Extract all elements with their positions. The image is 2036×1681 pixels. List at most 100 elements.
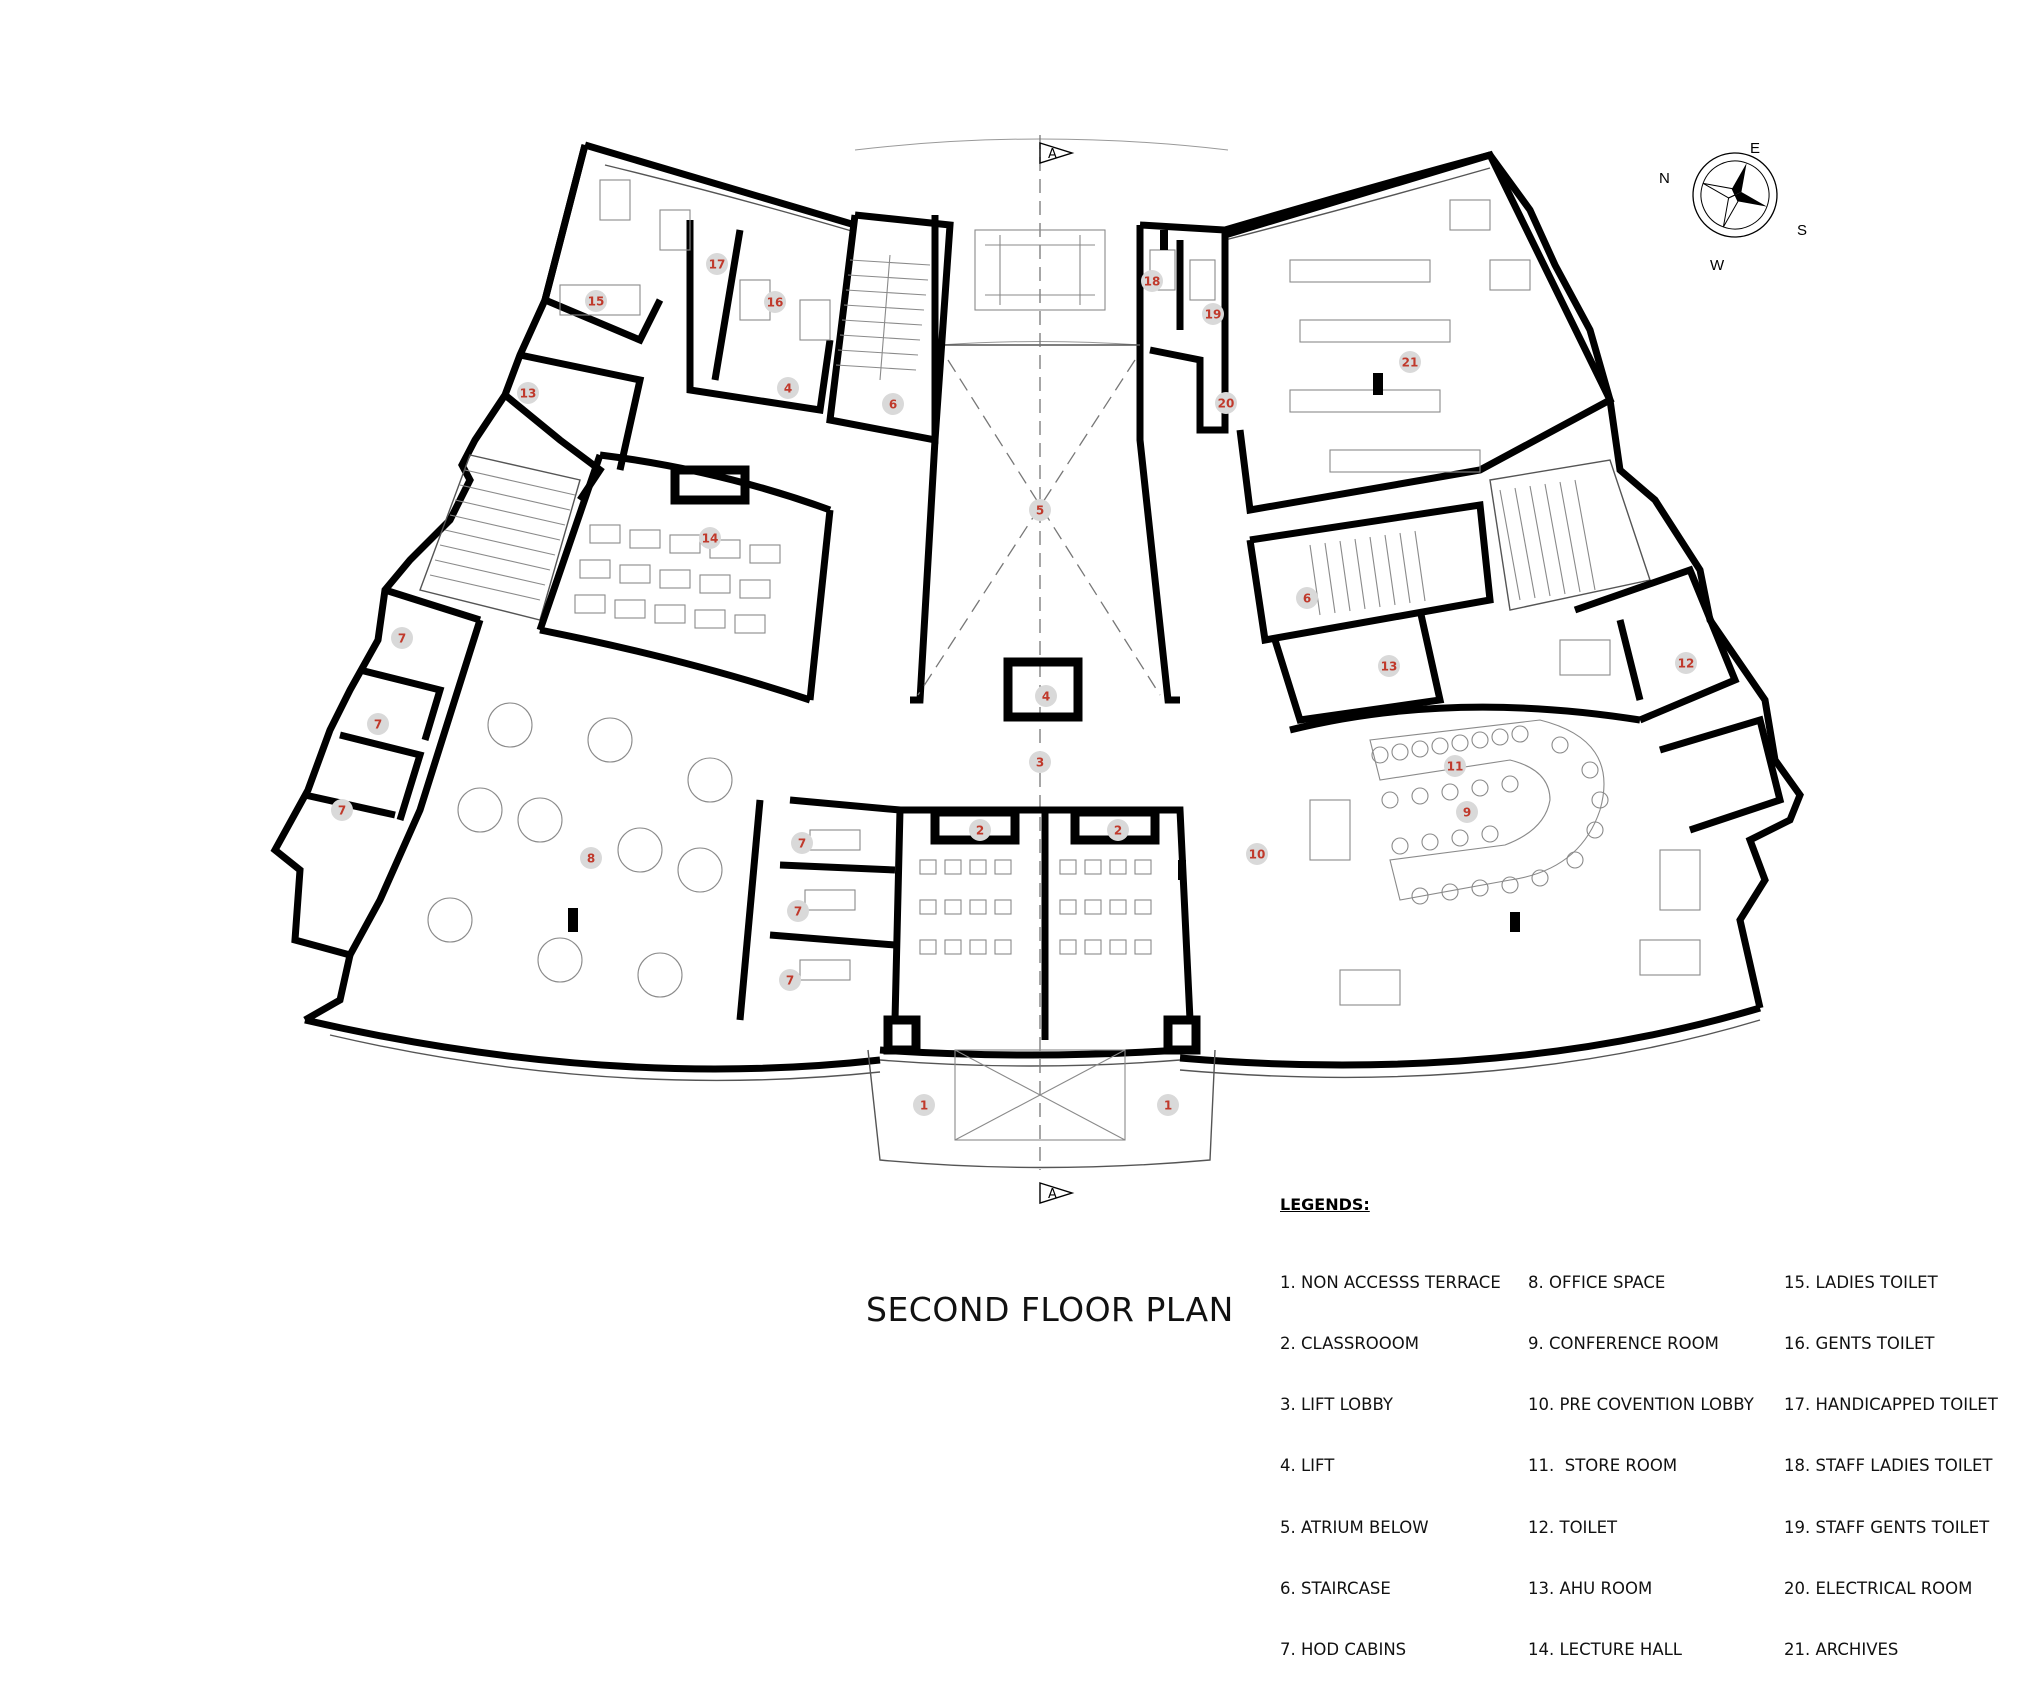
room-marker-7: 7	[779, 969, 801, 991]
atrium	[910, 135, 1180, 1170]
staircase-right	[1246, 459, 1651, 645]
room-number: 20	[1218, 397, 1235, 411]
legend-item: 15. LADIES TOILET	[1784, 1272, 1938, 1292]
outer-walls	[270, 138, 1804, 1082]
room-number: 12	[1678, 657, 1695, 671]
section-marker-bottom: A	[1039, 1182, 1075, 1204]
room-marker-13: 13	[517, 382, 539, 404]
compass-n: N	[1659, 170, 1670, 187]
room-number: 2	[1114, 824, 1122, 838]
toilet-store-block	[1573, 565, 1785, 834]
compass-w: W	[1710, 257, 1725, 274]
archives	[1223, 150, 1615, 515]
room-number: 13	[1381, 660, 1398, 674]
room-number: 7	[398, 632, 406, 646]
legend-item: 8. OFFICE SPACE	[1528, 1272, 1666, 1292]
room-marker-2: 2	[969, 819, 991, 841]
page-title: SECOND FLOOR PLAN	[866, 1290, 1234, 1329]
room-marker-17: 17	[706, 253, 728, 275]
hod-cabins-left	[304, 586, 482, 822]
room-number: 7	[786, 974, 794, 988]
room-number: 5	[1036, 504, 1044, 518]
compass-icon	[1692, 152, 1778, 238]
legend-item: 1. NON ACCESSS TERRACE	[1280, 1272, 1501, 1292]
room-number: 11	[1447, 760, 1464, 774]
lobby-columns	[1160, 230, 1186, 880]
room-marker-6: 6	[1296, 587, 1318, 609]
room-marker-6: 6	[882, 393, 904, 415]
room-marker-11: 11	[1444, 755, 1466, 777]
section-label-top: A	[1048, 147, 1057, 162]
legend-item: 5. ATRIUM BELOW	[1280, 1517, 1429, 1537]
room-marker-5: 5	[1029, 499, 1051, 521]
room-marker-19: 19	[1202, 303, 1224, 325]
room-number: 1	[1164, 1099, 1172, 1113]
compass-e: E	[1750, 140, 1760, 157]
section-label-bottom: A	[1048, 1187, 1057, 1202]
room-number: 1	[920, 1099, 928, 1113]
room-number: 6	[1303, 592, 1311, 606]
floor-plan-drawing: A A N E S W 1122344566777777891011121313…	[270, 135, 1807, 1204]
legend-item: 9. CONFERENCE ROOM	[1528, 1334, 1719, 1354]
room-number: 8	[587, 852, 595, 866]
staircase-left-lower	[419, 454, 581, 621]
office-space	[346, 618, 764, 1021]
legend-item: 4. LIFT	[1280, 1456, 1335, 1476]
room-number: 4	[784, 382, 792, 396]
legend-item: 20. ELECTRICAL ROOM	[1784, 1578, 1973, 1598]
room-number: 7	[798, 837, 806, 851]
room-marker-1: 1	[913, 1094, 935, 1116]
staircase-left	[826, 211, 954, 445]
room-marker-12: 12	[1675, 652, 1697, 674]
legend-heading: LEGENDS:	[1280, 1195, 1370, 1214]
room-marker-7: 7	[391, 627, 413, 649]
room-marker-8: 8	[580, 847, 602, 869]
room-marker-13: 13	[1378, 655, 1400, 677]
room-marker-9: 9	[1456, 801, 1478, 823]
legend-item: 12. TOILET	[1528, 1517, 1618, 1537]
room-marker-4: 4	[1035, 685, 1057, 707]
lecture-hall	[536, 451, 834, 704]
legend-item: 14. LECTURE HALL	[1528, 1640, 1682, 1660]
legend-column-1: 1. NON ACCESSS TERRACE 2. CLASSROOOM 3. …	[1280, 1232, 1501, 1681]
room-number: 14	[702, 532, 719, 546]
room-number: 19	[1205, 308, 1222, 322]
room-marker-7: 7	[791, 832, 813, 854]
legend-item: 6. STAIRCASE	[1280, 1578, 1391, 1598]
room-number: 2	[976, 824, 984, 838]
room-marker-7: 7	[367, 713, 389, 735]
room-marker-20: 20	[1215, 392, 1237, 414]
room-marker-7: 7	[331, 799, 353, 821]
legend-item: 3. LIFT LOBBY	[1280, 1395, 1393, 1415]
compass-s: S	[1797, 222, 1807, 239]
right-toilet-block	[1139, 221, 1229, 434]
room-number: 9	[1463, 806, 1471, 820]
room-marker-7: 7	[787, 900, 809, 922]
ahu-room-right	[1271, 609, 1445, 724]
room-number: 18	[1144, 275, 1161, 289]
room-marker-4: 4	[777, 377, 799, 399]
room-number: 15	[588, 295, 605, 309]
room-number: 13	[520, 387, 537, 401]
legend-item: 2. CLASSROOOM	[1280, 1334, 1419, 1354]
room-marker-2: 2	[1107, 819, 1129, 841]
room-marker-15: 15	[585, 290, 607, 312]
room-marker-21: 21	[1399, 351, 1421, 373]
legend-column-2: 8. OFFICE SPACE 9. CONFERENCE ROOM 10. P…	[1528, 1232, 1754, 1681]
conference-room	[1289, 639, 1701, 1006]
room-number: 7	[338, 804, 346, 818]
room-marker-10: 10	[1246, 843, 1268, 865]
room-number: 16	[767, 296, 784, 310]
section-marker-top: A	[1039, 142, 1075, 164]
terrace	[867, 1015, 1216, 1169]
legend-item: 10. PRE COVENTION LOBBY	[1528, 1395, 1754, 1415]
room-marker-3: 3	[1029, 751, 1051, 773]
room-number: 10	[1249, 848, 1266, 862]
room-number: 4	[1042, 690, 1050, 704]
legend-item: 16. GENTS TOILET	[1784, 1334, 1935, 1354]
legend-item: 21. ARCHIVES	[1784, 1640, 1899, 1660]
classrooms	[900, 806, 1194, 1040]
room-number: 6	[889, 398, 897, 412]
room-marker-14: 14	[699, 527, 721, 549]
